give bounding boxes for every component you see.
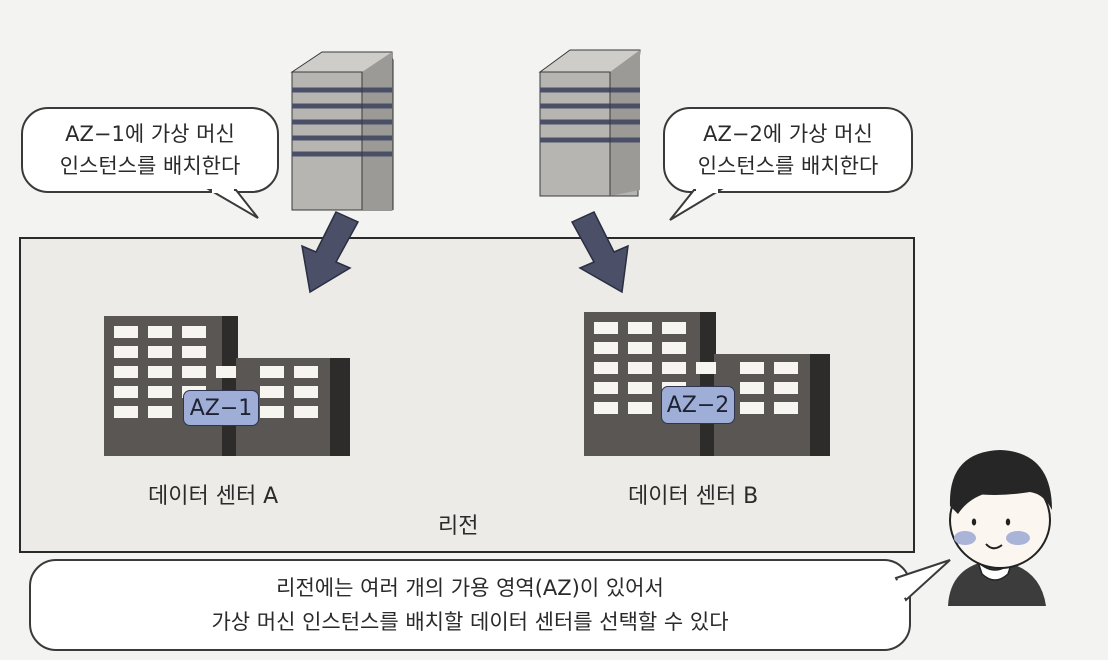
bubble-az2-text: AZ−2에 가상 머신 인스턴스를 배치한다: [664, 108, 912, 192]
person-avatar-icon: [948, 450, 1052, 606]
bubble-bottom-line1: 리전에는 여러 개의 가용 영역(AZ)이 있어서: [276, 576, 664, 600]
speech-bubble-az2: [663, 107, 913, 221]
bubble-az1-text: AZ−1에 가상 머신 인스턴스를 배치한다: [22, 108, 278, 192]
speech-bubble-az1: [21, 107, 279, 219]
bubble-az2-line1: AZ−2에 가상 머신: [703, 122, 873, 146]
bubble-az2-line2: 인스턴스를 배치한다: [697, 154, 879, 178]
datacenter-building-icon: [104, 316, 350, 456]
bubble-az1-line1: AZ−1에 가상 머신: [65, 122, 235, 146]
az1-badge: AZ−1: [183, 390, 259, 426]
bubble-bottom-text: 리전에는 여러 개의 가용 영역(AZ)이 있어서 가상 머신 인스턴스를 배치…: [30, 560, 910, 650]
az2-badge: AZ−2: [661, 386, 735, 424]
datacenter-b-label: 데이터 센터 B: [628, 484, 759, 509]
arrow-down-icon: [301, 211, 360, 294]
region-label: 리전: [438, 514, 479, 539]
datacenter-building-icon: [584, 312, 830, 456]
server-icon: [290, 51, 394, 211]
server-icon: [538, 49, 641, 197]
bubble-bottom-line2: 가상 머신 인스턴스를 배치할 데이터 센터를 선택할 수 있다: [211, 610, 729, 634]
speech-bubble-bottom: [29, 559, 951, 651]
arrow-down-icon: [570, 211, 629, 294]
bubble-az1-line2: 인스턴스를 배치한다: [59, 154, 241, 178]
datacenter-a-label: 데이터 센터 A: [148, 484, 279, 509]
